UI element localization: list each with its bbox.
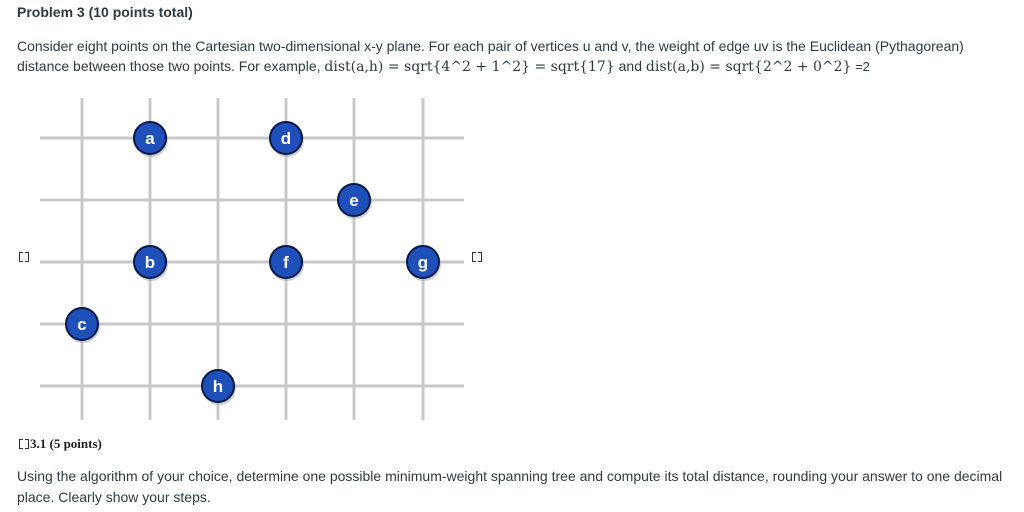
point-a: a — [133, 121, 168, 157]
point-d: d — [269, 121, 304, 157]
problem-title: Problem 3 (10 points total) — [17, 4, 193, 20]
subpart-heading-text: 3.1 (5 points) — [30, 436, 102, 451]
point-grid-figure: a d e b f g c h — [40, 98, 464, 420]
broken-image-icon-left — [19, 252, 29, 262]
problem-statement: Consider eight points on the Cartesian t… — [17, 36, 1007, 77]
point-label: g — [418, 253, 428, 272]
point-label: c — [77, 315, 86, 334]
point-label: f — [283, 253, 289, 272]
grid-lines — [40, 98, 464, 420]
point-e: e — [337, 183, 372, 219]
example-joiner: and — [614, 58, 646, 74]
subpart-text: Using the algorithm of your choice, dete… — [17, 468, 1003, 505]
grid-points: a d e b f g c h — [65, 121, 441, 405]
example-2-formula: dist(a,b) = sqrt{2^2 + 0^2} — [645, 59, 852, 75]
point-g: g — [406, 245, 441, 281]
point-h: h — [201, 369, 236, 405]
point-label: h — [213, 377, 223, 396]
subpart-heading: 3.1 (5 points) — [19, 436, 102, 452]
broken-image-icon-right — [472, 252, 482, 262]
intro-text: Consider eight points on the Cartesian t… — [17, 38, 964, 74]
example-2-result: =2 — [851, 59, 870, 74]
point-label: e — [349, 191, 358, 210]
point-label: b — [145, 253, 155, 272]
point-b: b — [133, 245, 168, 281]
broken-image-icon-inline — [19, 439, 29, 449]
example-1-formula: dist(a,h) = sqrt{4^2 + 1^2} = sqrt{17} — [324, 59, 615, 75]
point-f: f — [269, 245, 304, 281]
point-label: d — [281, 129, 291, 148]
point-label: a — [145, 129, 155, 148]
point-c: c — [65, 307, 100, 343]
